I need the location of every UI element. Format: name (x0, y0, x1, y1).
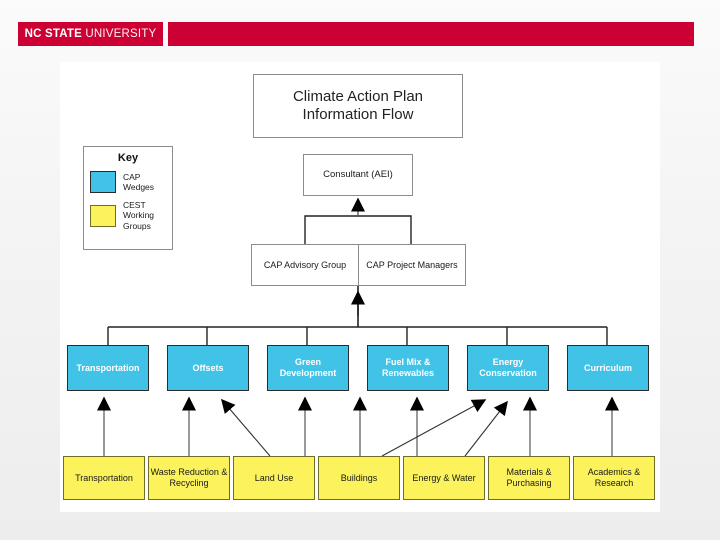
legend-swatch-blue (90, 171, 116, 193)
node-group-materials-purchasing-label: Materials & Purchasing (506, 467, 552, 488)
node-cap-project-managers-label: CAP Project Managers (366, 259, 458, 270)
legend-entry-cap-wedges: CAP Wedges (84, 171, 172, 193)
diagram-title-box: Climate Action Plan Information Flow (253, 74, 463, 138)
node-group-energy-water-label: Energy & Water (412, 472, 476, 483)
legend-label-cest-groups: CEST Working Groups (123, 200, 155, 231)
logo-light-text: UNIVERSITY (81, 28, 157, 40)
node-consultant-label: Consultant (AEI) (323, 169, 393, 181)
node-cap-advisory-group: CAP Advisory Group (251, 244, 359, 286)
logo-bold-text: NC STATE (24, 28, 82, 40)
node-cap-project-managers: CAP Project Managers (358, 244, 466, 286)
node-wedge-offsets: Offsets (167, 345, 249, 391)
legend-label-cap-wedges: CAP Wedges (123, 171, 155, 192)
brand-bar: NC STATE UNIVERSITY (18, 22, 694, 46)
node-group-transportation-label: Transportation (75, 472, 133, 483)
legend-heading: Key (117, 152, 139, 164)
node-wedge-transportation-label: Transportation (76, 362, 140, 373)
node-group-waste-reduction-recycling-label: Waste Reduction & Recycling (150, 467, 228, 488)
node-wedge-offsets-label: Offsets (192, 362, 224, 373)
node-group-academics-research: Academics & Research (573, 456, 655, 500)
node-group-buildings-label: Buildings (340, 472, 378, 483)
legend-entry-cest-groups: CEST Working Groups (84, 200, 172, 231)
node-wedge-fuel-mix-renewables-label: Fuel Mix & Renewables (381, 357, 435, 378)
node-wedge-curriculum-label: Curriculum (583, 362, 632, 373)
node-wedge-energy-conservation-label: Energy Conservation (479, 357, 537, 378)
node-wedge-energy-conservation: Energy Conservation (467, 345, 549, 391)
node-cap-advisory-group-label: CAP Advisory Group (263, 259, 347, 270)
node-group-waste-reduction-recycling: Waste Reduction & Recycling (148, 456, 230, 500)
node-wedge-green-development: Green Development (267, 345, 349, 391)
node-group-buildings: Buildings (318, 456, 400, 500)
logo-text: NC STATE UNIVERSITY (25, 28, 157, 40)
node-group-energy-water: Energy & Water (403, 456, 485, 500)
node-wedge-fuel-mix-renewables: Fuel Mix & Renewables (367, 345, 449, 391)
node-group-materials-purchasing: Materials & Purchasing (488, 456, 570, 500)
node-wedge-transportation: Transportation (67, 345, 149, 391)
legend-swatch-yellow (90, 204, 116, 227)
diagram-title-line1: Climate Action Plan (292, 88, 424, 106)
header-red-bar (168, 22, 694, 46)
node-group-transportation: Transportation (63, 456, 145, 500)
node-wedge-green-development-label: Green Development (279, 357, 337, 378)
node-group-land-use-label: Land Use (254, 472, 294, 483)
node-group-academics-research-label: Academics & Research (587, 467, 641, 488)
node-wedge-curriculum: Curriculum (567, 345, 649, 391)
legend-key-box: Key CAP Wedges CEST Working Groups (83, 146, 173, 250)
diagram-title-line2: Information Flow (302, 106, 414, 123)
nc-state-logo: NC STATE UNIVERSITY (18, 22, 163, 46)
node-consultant: Consultant (AEI) (303, 154, 413, 196)
node-group-land-use: Land Use (233, 456, 315, 500)
